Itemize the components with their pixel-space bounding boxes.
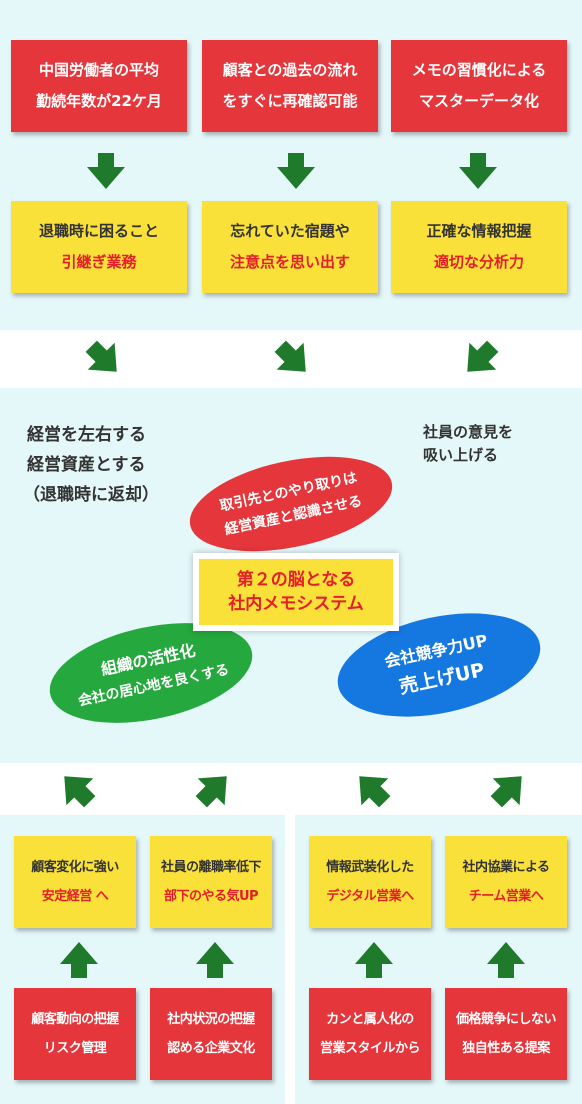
diagonal-arrow-icon: [64, 776, 96, 808]
diagonal-arrow-icon: [467, 340, 499, 372]
top-box-tenure-line1: 中国労働者の平均: [38, 61, 159, 79]
center-memo-system-line2: 社内メモシステム: [228, 594, 364, 614]
second-box-analysis: 正確な情報把握 適切な分析力: [391, 201, 567, 293]
top-box-history: 顧客との過去の流れ をすぐに再確認可能: [202, 40, 378, 132]
bottom-box-stable-management-line2: 安定経営 へ: [41, 889, 109, 904]
top-box-tenure: 中国労働者の平均 勤続年数が22ケ月: [11, 40, 187, 132]
second-box-reminder: 忘れていた宿題や 注意点を思い出す: [202, 201, 378, 293]
diagonal-arrow-icon: [85, 340, 117, 372]
employee-opinion-text: 社員の意見を 吸い上げる: [423, 421, 513, 467]
down-arrow-icon: [87, 153, 125, 189]
bottom-box-company-culture: 社内状況の把握 認める企業文化: [150, 988, 272, 1080]
bottom-box-sales-style-line1: カンと属人化の: [326, 1012, 414, 1027]
bottom-box-digital-sales-line1: 情報武装化した: [326, 860, 414, 875]
bottom-box-motivation-line1: 社員の離職率低下: [160, 860, 262, 875]
bottom-box-sales-style: カンと属人化の 営業スタイルから: [309, 988, 431, 1080]
bottom-box-risk-management-line2: リスク管理: [43, 1041, 107, 1056]
bottom-box-digital-sales-line2: デジタル営業へ: [326, 889, 414, 904]
second-box-handover-line1: 退職時に困ること: [38, 222, 159, 240]
down-arrow-icon: [277, 153, 315, 189]
bottom-box-risk-management: 顧客動向の把握 リスク管理: [14, 988, 136, 1080]
bottom-box-digital-sales: 情報武装化した デジタル営業へ: [309, 836, 431, 928]
management-asset-line1: 経営を左右する: [27, 425, 146, 445]
bottom-box-company-culture-line1: 社内状況の把握: [167, 1012, 255, 1027]
management-asset-line3: （退職時に返却）: [23, 485, 159, 505]
second-box-handover-line2: 引継ぎ業務: [61, 253, 137, 271]
bottom-box-sales-style-line2: 営業スタイルから: [319, 1041, 421, 1056]
center-memo-system-line1: 第２の脳となる: [236, 570, 356, 590]
bottom-box-unique-proposal-line1: 価格競争にしない: [455, 1012, 557, 1027]
bottom-box-unique-proposal-line2: 独自性ある提案: [462, 1041, 550, 1056]
bottom-box-risk-management-line1: 顧客動向の把握: [31, 1012, 119, 1027]
second-box-analysis-line2: 適切な分析力: [433, 253, 524, 271]
second-box-analysis-line1: 正確な情報把握: [426, 222, 532, 240]
diagonal-arrow-icon: [274, 340, 306, 372]
diagonal-arrow-icon: [359, 776, 391, 808]
bottom-box-stable-management: 顧客変化に強い 安定経営 へ: [14, 836, 136, 928]
top-box-master-data-line2: マスターデータ化: [418, 92, 539, 110]
up-arrow-icon: [487, 942, 525, 978]
bottom-box-motivation: 社員の離職率低下 部下のやる気UP: [150, 836, 272, 928]
bottom-box-team-sales: 社内協業による チーム営業へ: [445, 836, 567, 928]
up-arrow-icon: [60, 942, 98, 978]
diagonal-arrow-icon: [195, 776, 227, 808]
top-box-master-data-line1: メモの習慣化による: [411, 61, 547, 79]
bottom-box-unique-proposal: 価格競争にしない 独自性ある提案: [445, 988, 567, 1080]
top-box-history-line2: をすぐに再確認可能: [222, 92, 358, 110]
second-box-handover: 退職時に困ること 引継ぎ業務: [11, 201, 187, 293]
management-asset-text: 経営を左右する 経営資産とする （退職時に返却）: [23, 420, 159, 510]
diagonal-arrow-icon: [490, 776, 522, 808]
employee-opinion-line2: 吸い上げる: [423, 446, 499, 464]
top-box-history-line1: 顧客との過去の流れ: [222, 61, 358, 79]
management-asset-line2: 経営資産とする: [27, 455, 146, 475]
top-box-master-data: メモの習慣化による マスターデータ化: [391, 40, 567, 132]
top-box-tenure-line2: 勤続年数が22ケ月: [36, 92, 162, 110]
down-arrow-icon: [459, 153, 497, 189]
center-memo-system-inner: 第２の脳となる 社内メモシステム: [199, 559, 393, 625]
employee-opinion-line1: 社員の意見を: [423, 423, 514, 441]
second-box-reminder-line1: 忘れていた宿題や: [230, 222, 350, 240]
up-arrow-icon: [196, 942, 234, 978]
second-box-reminder-line2: 注意点を思い出す: [229, 253, 350, 271]
up-arrow-icon: [355, 942, 393, 978]
bottom-box-team-sales-line2: チーム営業へ: [468, 889, 544, 904]
center-memo-system: 第２の脳となる 社内メモシステム: [193, 553, 399, 631]
bottom-box-motivation-line2: 部下のやる気UP: [163, 889, 259, 904]
bottom-box-team-sales-line1: 社内協業による: [462, 860, 550, 875]
bottom-box-company-culture-line2: 認める企業文化: [167, 1041, 255, 1056]
bottom-box-stable-management-line1: 顧客変化に強い: [31, 860, 119, 875]
